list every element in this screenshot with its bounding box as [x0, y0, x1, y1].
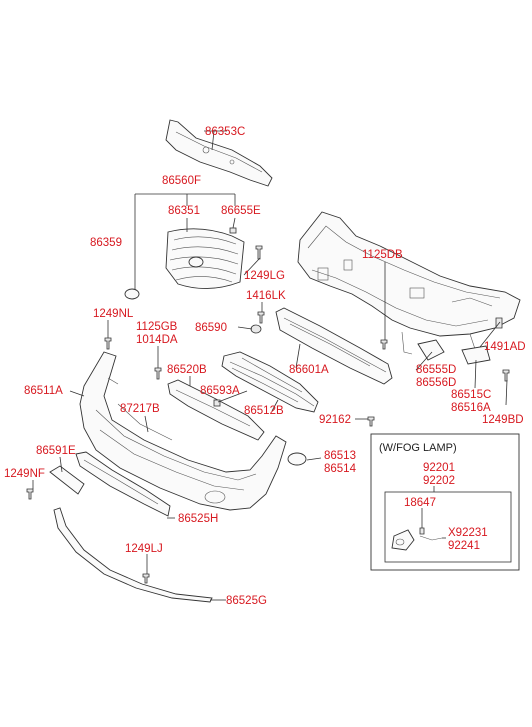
label-86516A: 86516A: [451, 402, 491, 414]
label-86556D: 86556D: [416, 377, 456, 389]
radiator-support-frame: [297, 211, 521, 355]
label-86555D: 86555D: [416, 364, 456, 376]
emblem-part: [124, 288, 140, 300]
grille-frame-part: [167, 379, 265, 441]
label-1249BD: 1249BD: [482, 414, 524, 426]
bolt-1416lk: [257, 311, 265, 324]
screw-92162: [367, 416, 375, 427]
label-86511A: 86511A: [24, 385, 63, 397]
screw-1249nf: [26, 488, 34, 500]
part-labels: 86353C 86560F 86351 86655E 86359 1249LG …: [4, 126, 526, 607]
label-86515C: 86515C: [451, 389, 491, 401]
clip-86590: [250, 324, 262, 334]
label-86560F: 86560F: [162, 175, 201, 187]
bumper-beam-part: [275, 307, 393, 385]
screw-1249nl: [104, 337, 112, 350]
label-86351: 86351: [168, 205, 200, 217]
fog-lamp-box: [370, 433, 520, 571]
label-1416LK: 1416LK: [246, 290, 286, 302]
label-1249NF: 1249NF: [4, 468, 45, 480]
label-86359: 86359: [90, 237, 122, 249]
lower-garnish-86525h: [75, 451, 171, 517]
label-86593A: 86593A: [200, 385, 240, 397]
screw-1249bd: [502, 369, 510, 382]
label-86514: 86514: [324, 463, 357, 475]
label-1014DA: 1014DA: [136, 334, 178, 346]
label-86353C: 86353C: [205, 126, 245, 138]
label-1125GB: 1125GB: [136, 321, 178, 333]
bracket-86515c: [461, 345, 491, 365]
plate-86591e: [49, 465, 85, 495]
leader-lines: [32, 130, 508, 601]
label-1249NL: 1249NL: [93, 308, 134, 320]
label-86601A: 86601A: [289, 364, 329, 376]
label-86525H: 86525H: [178, 513, 218, 525]
clip-part: [229, 227, 237, 234]
label-92202: 92202: [423, 475, 455, 487]
front-bumper-cover: [79, 351, 287, 511]
strip-87217b: [117, 403, 173, 441]
label-86520B: 86520B: [167, 364, 207, 376]
screw-1249lg: [255, 245, 263, 260]
label-92201: 92201: [423, 462, 455, 474]
label-86525G: 86525G: [226, 595, 267, 607]
lip-86525g: [53, 507, 213, 603]
label-86591E: 86591E: [36, 445, 76, 457]
radiator-grille-part: [165, 228, 245, 289]
label-X92231: X92231: [448, 527, 488, 539]
label-18647: 18647: [404, 497, 436, 509]
retainer-86593a: [213, 399, 221, 407]
label-86512B: 86512B: [244, 405, 284, 417]
lower-grille-part: [221, 351, 319, 413]
label-92162: 92162: [319, 414, 351, 426]
label-86655E: 86655E: [221, 205, 261, 217]
bracket-86555d: [417, 339, 445, 361]
screw-1249lj: [142, 573, 150, 584]
label-86590: 86590: [195, 322, 227, 334]
label-1249LG: 1249LG: [244, 270, 285, 282]
upper-cover-part: [165, 119, 273, 187]
fog-box-title: (W/FOG LAMP): [379, 442, 457, 454]
label-92241: 92241: [448, 540, 480, 552]
label-86513: 86513: [324, 450, 356, 462]
label-1249LJ: 1249LJ: [125, 543, 163, 555]
blank-cover-86513: [287, 452, 307, 466]
label-1491AD: 1491AD: [484, 341, 526, 353]
bolt-1125gb: [154, 367, 162, 380]
label-1125DB: 1125DB: [362, 249, 403, 261]
bolt-1125db: [380, 339, 388, 350]
label-87217B: 87217B: [120, 403, 160, 415]
